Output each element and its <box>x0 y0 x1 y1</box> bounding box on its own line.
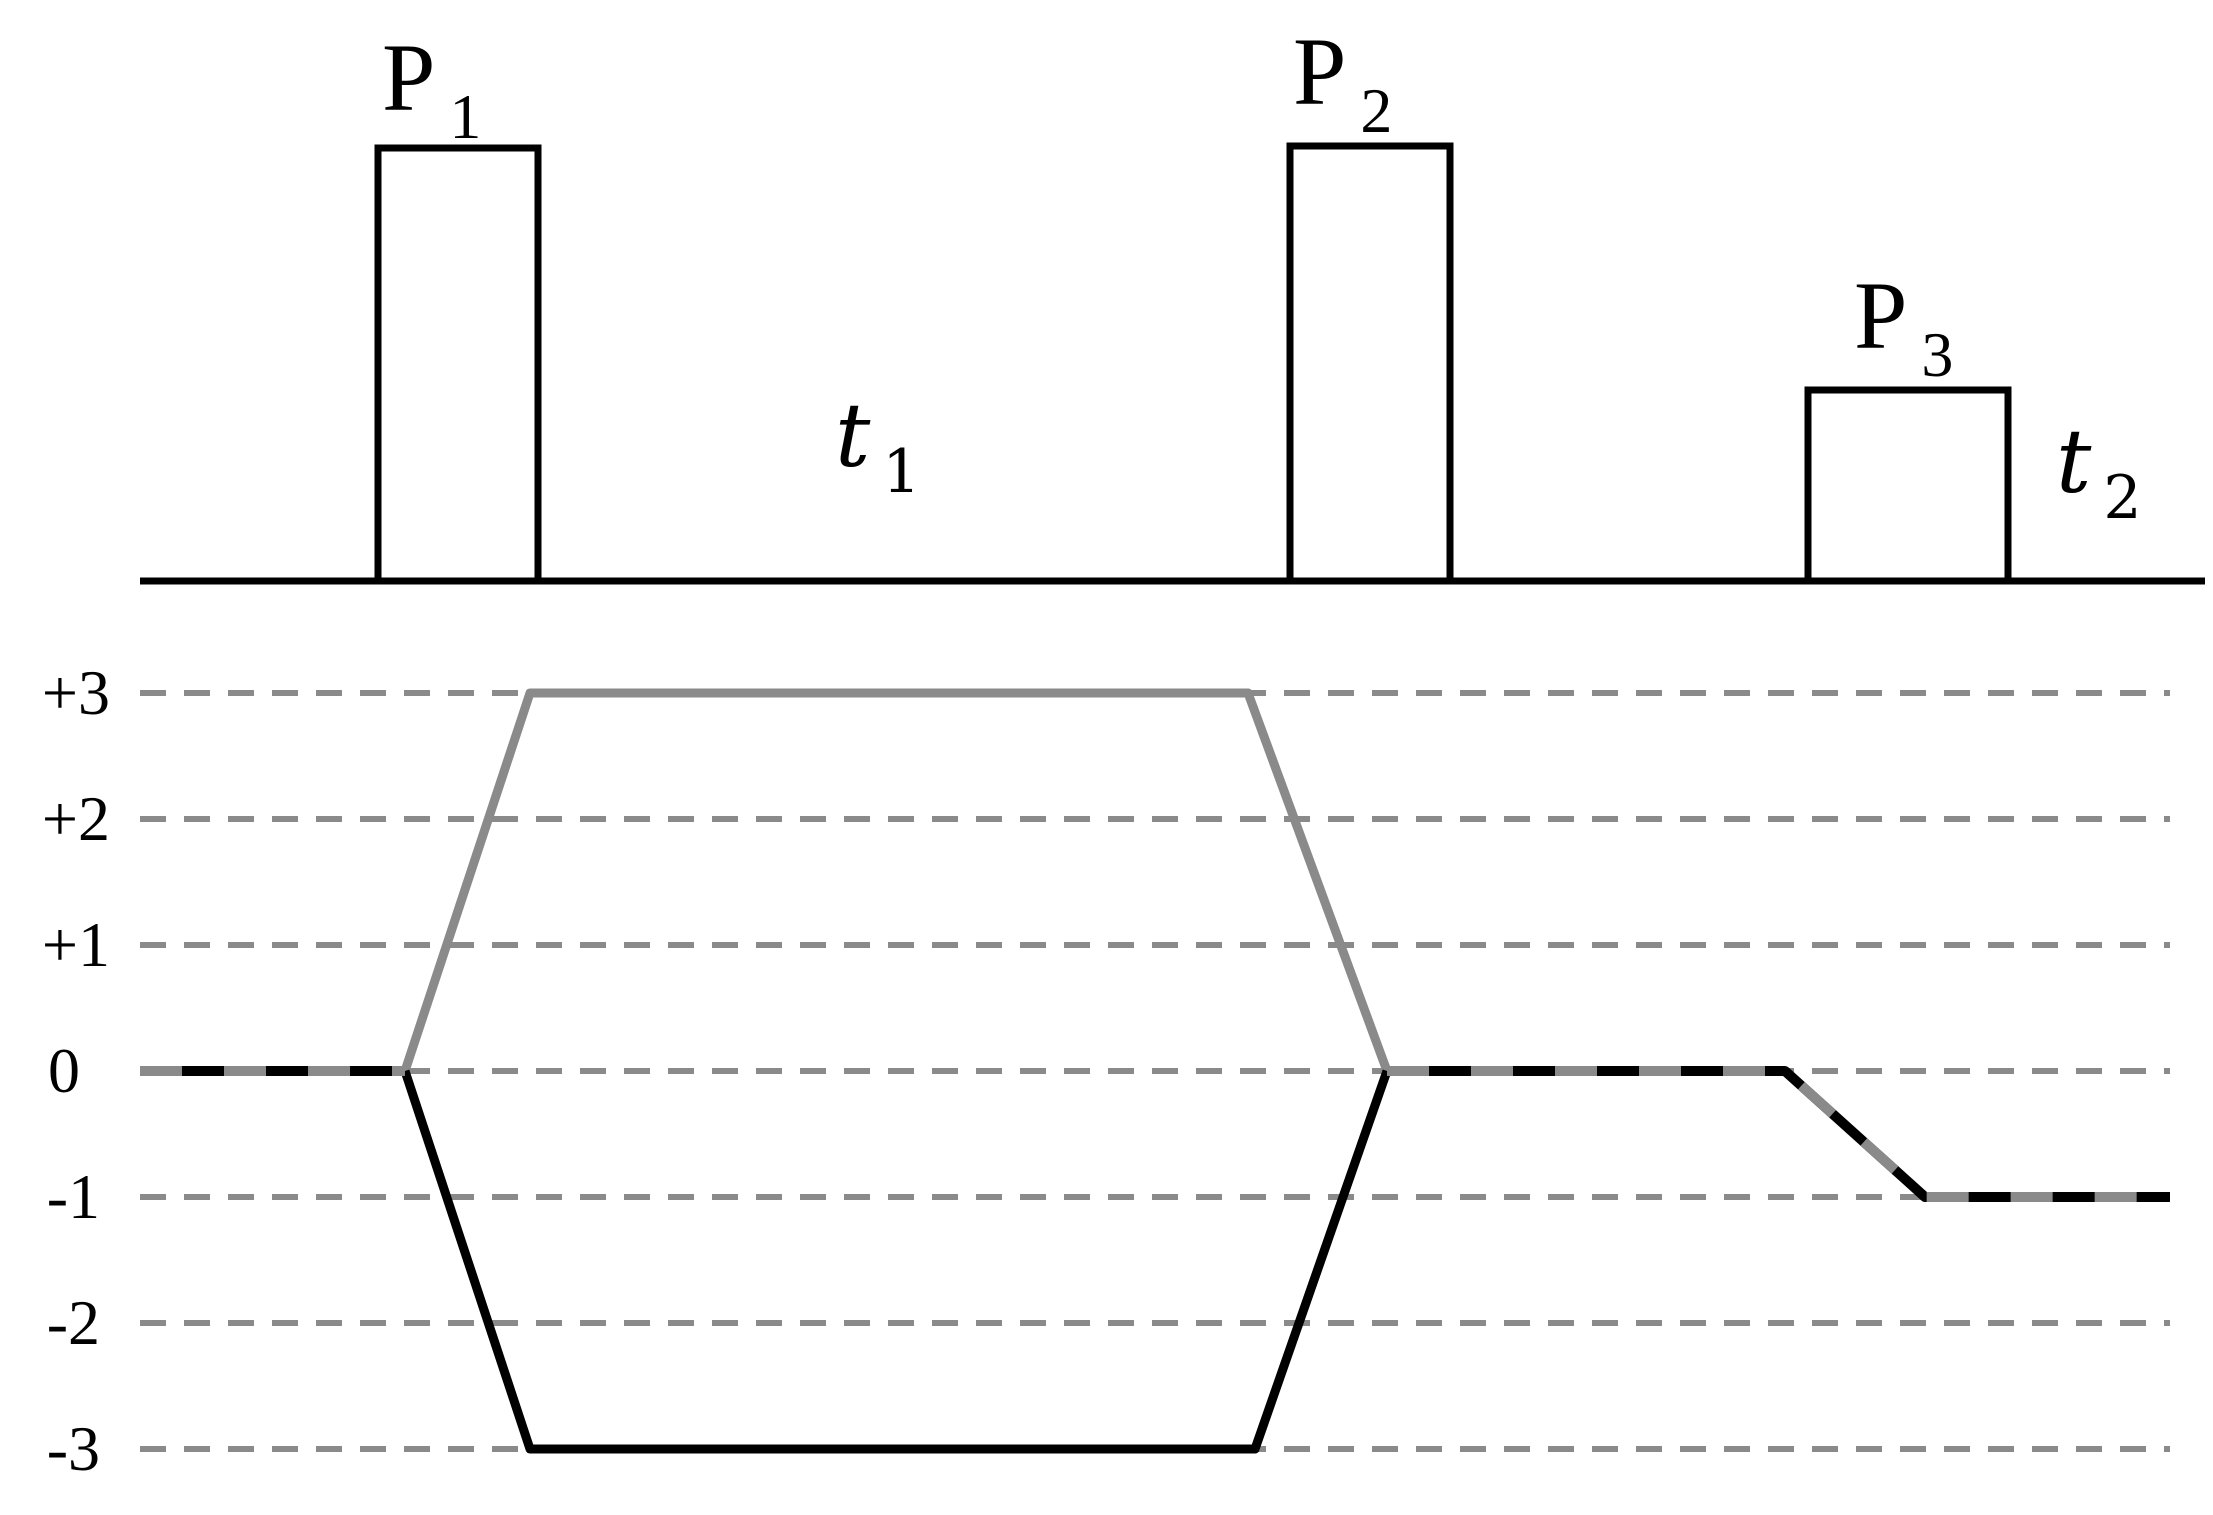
pulse-p1-block <box>374 144 542 585</box>
delay-t2-subscript: 2 <box>2103 463 2141 533</box>
pathway-shared-end-overlay <box>1387 1066 2170 1202</box>
pathway-lower-segment <box>400 1069 1392 1454</box>
pulse-p3-letter: P <box>1854 262 1907 369</box>
pulse-p2-label: P 2 <box>1293 18 1392 146</box>
level-label-plus2: +2 <box>42 783 110 854</box>
pulse-p1-subscript: 1 <box>449 81 481 152</box>
delay-t1-subscript: 1 <box>882 437 920 507</box>
delay-t2-label: t 2 <box>2056 410 2142 533</box>
level-label-minus1: -1 <box>47 1161 100 1232</box>
pulse-p2-subscript: 2 <box>1360 75 1392 146</box>
pulse-p3-subscript: 3 <box>1921 319 1953 390</box>
level-label-plus1: +1 <box>42 909 110 980</box>
level-label-plus3: +3 <box>42 657 110 728</box>
pulse-p3-block <box>1804 386 2012 585</box>
pulse-p2-block <box>1286 142 1454 585</box>
level-label-zero: 0 <box>48 1035 80 1106</box>
pulse-p3-label: P 3 <box>1854 262 1953 390</box>
delay-t2-letter: t <box>2056 410 2092 513</box>
level-label-minus3: -3 <box>47 1413 100 1484</box>
pathway-shared-end-base <box>1387 1066 2170 1202</box>
pulse-p1-label: P 1 <box>382 24 481 152</box>
pulse-sequence: P 1 P 2 P 3 t 1 t 2 <box>140 18 2205 585</box>
coherence-pathways <box>140 688 2170 1454</box>
pulse-p1-letter: P <box>382 24 435 131</box>
delay-t1-label: t 1 <box>835 384 921 507</box>
delay-t1-letter: t <box>835 384 871 487</box>
pathway-upper-segment <box>400 688 1392 1073</box>
pulse-p2-letter: P <box>1293 18 1346 125</box>
level-label-minus2: -2 <box>47 1287 100 1358</box>
